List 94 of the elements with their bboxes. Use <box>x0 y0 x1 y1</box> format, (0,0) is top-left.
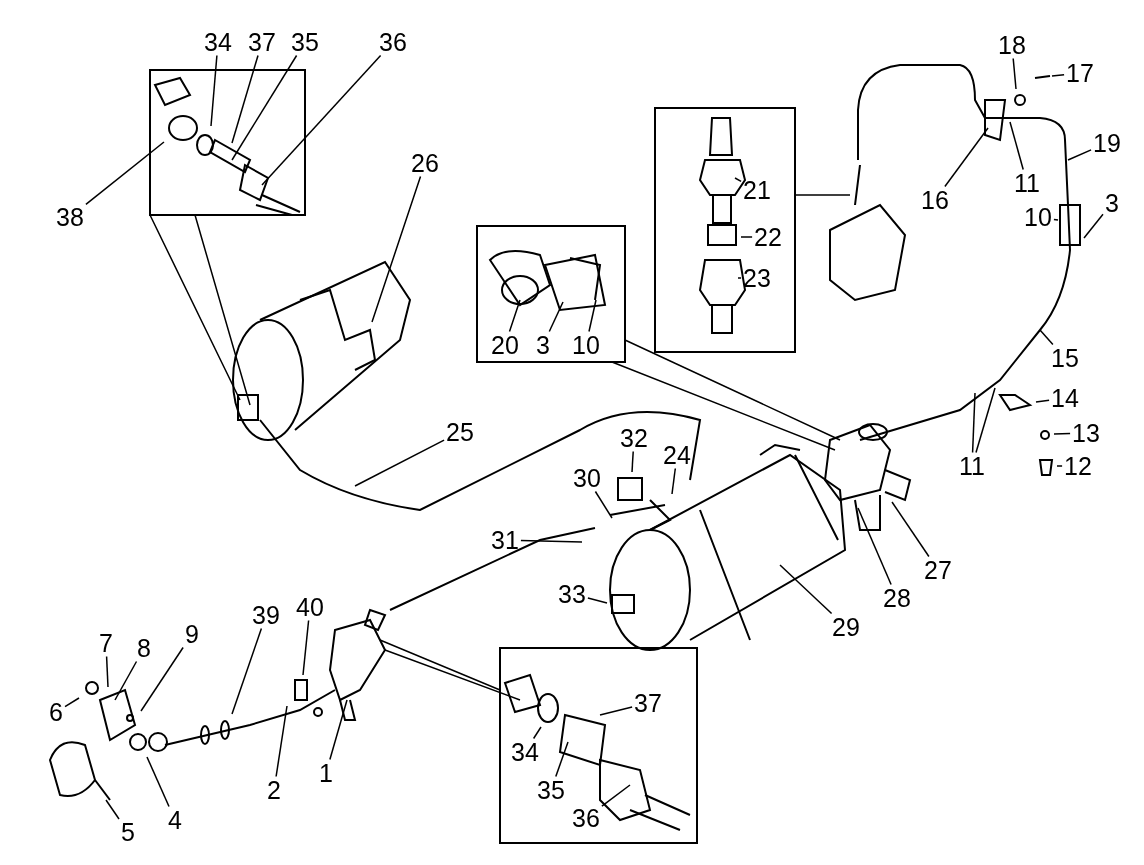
callout-number: 27 <box>924 557 952 583</box>
callout-number: 26 <box>411 150 439 176</box>
leader-line <box>140 646 184 712</box>
callout-number: 22 <box>754 224 782 250</box>
leader-line <box>631 450 634 473</box>
callout-number: 7 <box>99 630 113 656</box>
leader-line <box>737 277 742 279</box>
leader-line <box>734 177 742 183</box>
leader-line <box>548 301 564 333</box>
callout-number: 10 <box>1024 204 1052 230</box>
callout-number: 19 <box>1093 130 1121 156</box>
leader-line <box>599 706 633 716</box>
callout-number: 1 <box>319 760 333 786</box>
callout-number: 9 <box>185 621 199 647</box>
callout-number: 35 <box>537 777 565 803</box>
leader-line <box>1056 465 1063 467</box>
leader-line <box>146 756 170 808</box>
callout-number: 6 <box>49 699 63 725</box>
callout-number: 18 <box>998 32 1026 58</box>
leader-line <box>1053 432 1071 435</box>
callout-number: 33 <box>558 581 586 607</box>
leader-line <box>1067 149 1092 161</box>
callout-number: 38 <box>56 204 84 230</box>
callout-number: 39 <box>252 602 280 628</box>
leader-line <box>1039 329 1054 346</box>
callout-number: 34 <box>204 29 232 55</box>
leader-line <box>971 392 976 454</box>
leader-line <box>105 655 109 688</box>
callout-number: 8 <box>137 635 151 661</box>
leader-line <box>857 507 892 586</box>
leader-line <box>891 501 930 558</box>
callout-number: 28 <box>883 585 911 611</box>
leader-line <box>671 467 677 495</box>
callout-number: 37 <box>634 690 662 716</box>
leader-line <box>231 627 263 715</box>
callout-number: 21 <box>743 177 771 203</box>
leader-line <box>1012 57 1017 90</box>
leader-line <box>1083 213 1104 239</box>
leader-line <box>210 54 218 127</box>
callout-number: 32 <box>620 425 648 451</box>
callout-number: 29 <box>832 614 860 640</box>
leader-line <box>231 54 259 144</box>
callout-number: 11 <box>959 453 985 479</box>
callout-number: 16 <box>921 187 949 213</box>
callout-number: 34 <box>511 739 539 765</box>
leader-line <box>371 175 422 323</box>
callout-number: 3 <box>536 332 550 358</box>
leader-line <box>594 490 613 519</box>
callout-number: 2 <box>267 777 281 803</box>
leader-line <box>508 299 521 333</box>
leader-line <box>975 387 996 454</box>
callout-number: 14 <box>1051 385 1079 411</box>
callout-number: 23 <box>743 265 771 291</box>
leader-line <box>354 439 445 487</box>
callout-number: 10 <box>572 332 600 358</box>
leader-line <box>520 539 583 543</box>
leader-line <box>302 619 310 676</box>
leader-line <box>1009 121 1024 171</box>
leader-line <box>261 54 382 186</box>
leader-line <box>105 799 120 820</box>
callout-number: 20 <box>491 332 519 358</box>
leader-line <box>779 564 833 615</box>
callout-number: 36 <box>379 29 407 55</box>
leader-line <box>1035 399 1050 403</box>
leader-line <box>275 705 288 778</box>
leader-line <box>588 299 597 333</box>
callout-number: 4 <box>168 807 182 833</box>
callout-number: 31 <box>491 527 519 553</box>
leader-line <box>587 597 608 604</box>
leader-line <box>114 660 138 701</box>
leader-line <box>740 236 753 238</box>
leader-line <box>944 127 989 188</box>
leader-line <box>555 741 569 778</box>
callout-number: 25 <box>446 419 474 445</box>
callout-number: 5 <box>121 819 135 845</box>
callout-number: 12 <box>1064 453 1092 479</box>
callout-number: 13 <box>1072 420 1100 446</box>
callout-number: 36 <box>572 805 600 831</box>
leader-line <box>532 726 542 740</box>
leader-line <box>64 697 80 708</box>
leader-line <box>85 141 165 206</box>
callout-number: 17 <box>1066 60 1094 86</box>
leader-line <box>1051 73 1065 77</box>
callout-number: 40 <box>296 594 324 620</box>
leader-line <box>1053 218 1059 221</box>
callout-number: 15 <box>1051 345 1079 371</box>
callout-number: 3 <box>1105 190 1119 216</box>
callout-number: 30 <box>573 465 601 491</box>
callout-number: 11 <box>1014 170 1040 196</box>
leader-line <box>231 54 298 161</box>
callout-number: 35 <box>291 29 319 55</box>
callout-number: 24 <box>663 442 691 468</box>
leader-line <box>329 699 348 761</box>
callout-number: 37 <box>248 29 276 55</box>
